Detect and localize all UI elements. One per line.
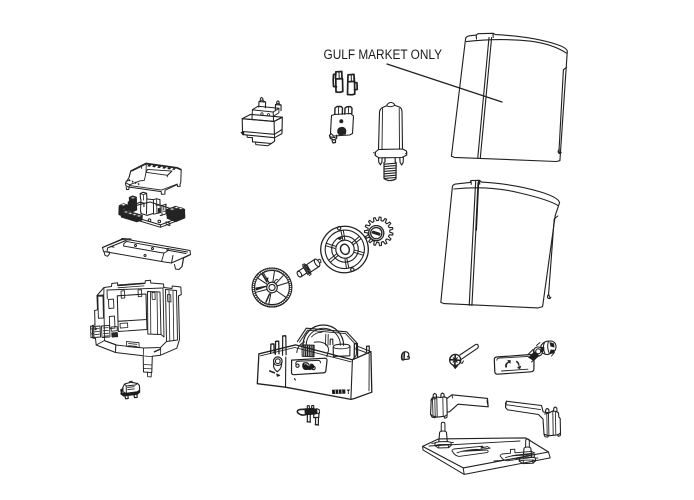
svg-text:GULF MARKET ONLY: GULF MARKET ONLY xyxy=(324,47,443,62)
